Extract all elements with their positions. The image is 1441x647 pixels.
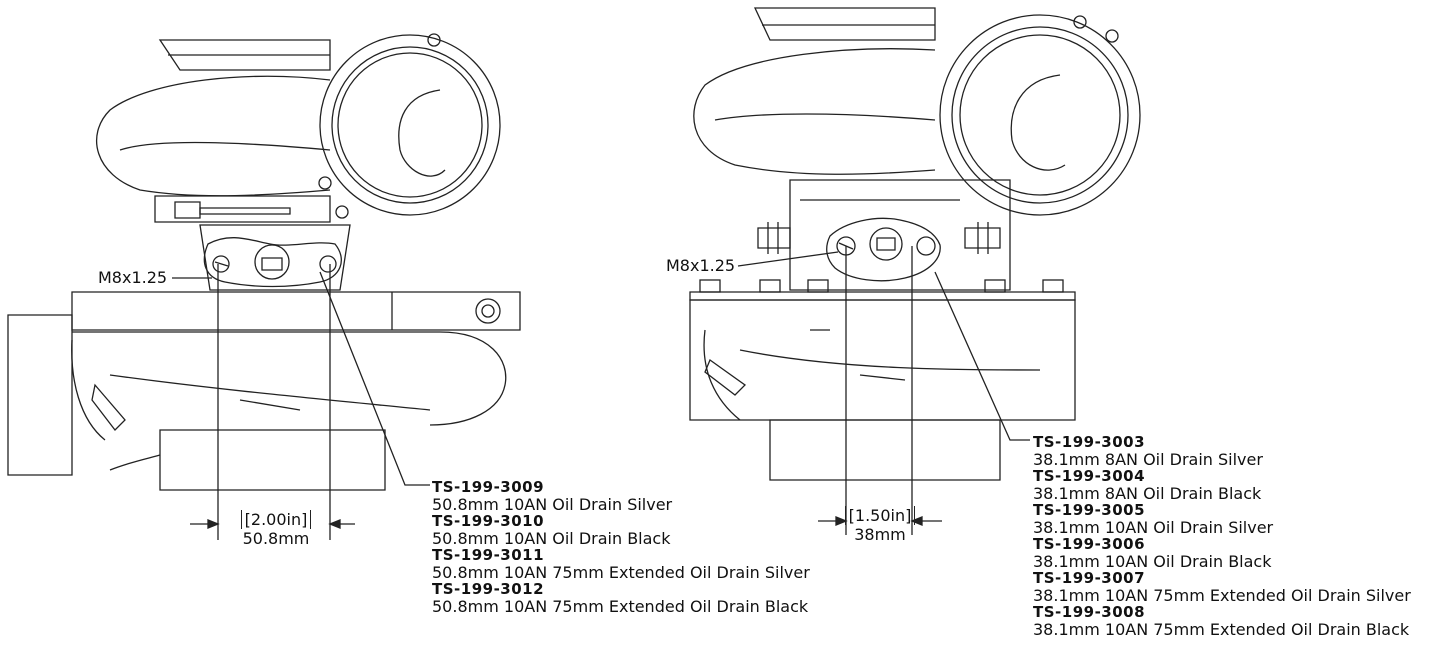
left-bolt-hole-1 [212, 255, 230, 273]
right-turbo-view [689, 7, 1141, 535]
right-part-number: TS-199-3004 [1033, 467, 1146, 485]
left-part-description: 50.8mm 10AN 75mm Extended Oil Drain Blac… [432, 597, 809, 616]
right-part-description: 38.1mm 10AN Oil Drain Black [1033, 552, 1272, 571]
left-compressor-outlet [319, 34, 501, 216]
right-part-number: TS-199-3006 [1033, 535, 1146, 553]
left-dimension-inches: [2.00in] [240, 510, 312, 529]
right-bolt-hole-2 [916, 236, 936, 256]
right-part-number: TS-199-3008 [1033, 603, 1146, 621]
right-dimension-mm: 38mm [854, 525, 906, 544]
left-part-number: TS-199-3012 [432, 580, 545, 598]
right-part-description: 38.1mm 8AN Oil Drain Silver [1033, 450, 1263, 469]
right-part-number: TS-199-3003 [1033, 433, 1146, 451]
left-dimension-mm: 50.8mm [242, 529, 310, 548]
right-part-description: 38.1mm 10AN Oil Drain Silver [1033, 518, 1274, 537]
left-part-description: 50.8mm 10AN Oil Drain Black [432, 529, 671, 548]
left-dimension: [2.00in] 50.8mm [236, 510, 316, 548]
right-compressor-outlet [939, 14, 1141, 216]
right-part-description: 38.1mm 8AN Oil Drain Black [1033, 484, 1262, 503]
right-part-description: 38.1mm 10AN 75mm Extended Oil Drain Silv… [1033, 586, 1411, 605]
left-turbo-view [7, 33, 521, 540]
left-part-description: 50.8mm 10AN 75mm Extended Oil Drain Silv… [432, 563, 810, 582]
left-part-number: TS-199-3011 [432, 546, 545, 564]
right-dimension: [1.50in] 38mm [842, 506, 918, 544]
right-part-number: TS-199-3005 [1033, 501, 1146, 519]
right-dimension-inches: [1.50in] [844, 506, 916, 525]
left-bolt-hole-2 [319, 255, 337, 273]
right-drain-port [869, 227, 903, 261]
left-part-description: 50.8mm 10AN Oil Drain Silver [432, 495, 673, 514]
left-thread-callout: M8x1.25 [98, 268, 168, 287]
right-part-number: TS-199-3007 [1033, 569, 1146, 587]
right-thread-callout: M8x1.25 [666, 256, 736, 275]
right-part-description: 38.1mm 10AN 75mm Extended Oil Drain Blac… [1033, 620, 1410, 639]
left-drain-port [254, 244, 290, 280]
left-part-number: TS-199-3010 [432, 512, 545, 530]
left-part-number: TS-199-3009 [432, 478, 545, 496]
